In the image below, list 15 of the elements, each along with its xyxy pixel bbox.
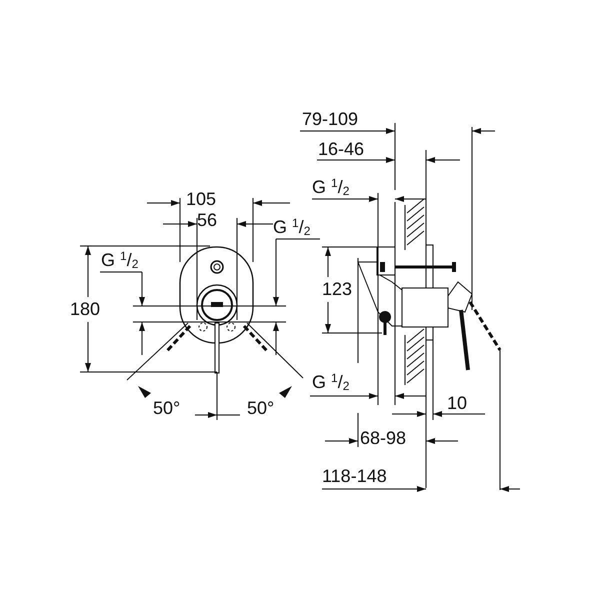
- dimension-label: G $^{1}$/$_{2}$: [312, 372, 350, 392]
- dimension-label: 118-148: [322, 466, 387, 486]
- dimension-label: 16-46: [318, 139, 364, 159]
- dimension-label: 123: [322, 279, 352, 299]
- dimension-label: 56: [197, 210, 218, 230]
- dimension-label: 105: [186, 189, 216, 209]
- dimension-label: G $^{1}$/$_{2}$: [101, 250, 138, 270]
- dimension-label: 10: [447, 393, 468, 413]
- dimension-label: G $^{1}$/$_{2}$: [273, 217, 310, 237]
- dimension-label: G $^{1}$/$_{2}$: [312, 177, 350, 197]
- dimension-label: 68-98: [360, 428, 406, 448]
- dimension-label: 180: [70, 299, 100, 319]
- dimension-label: 79-109: [302, 109, 358, 129]
- dimension-label: 50°: [247, 398, 274, 418]
- dimension-label: 50°: [153, 398, 180, 418]
